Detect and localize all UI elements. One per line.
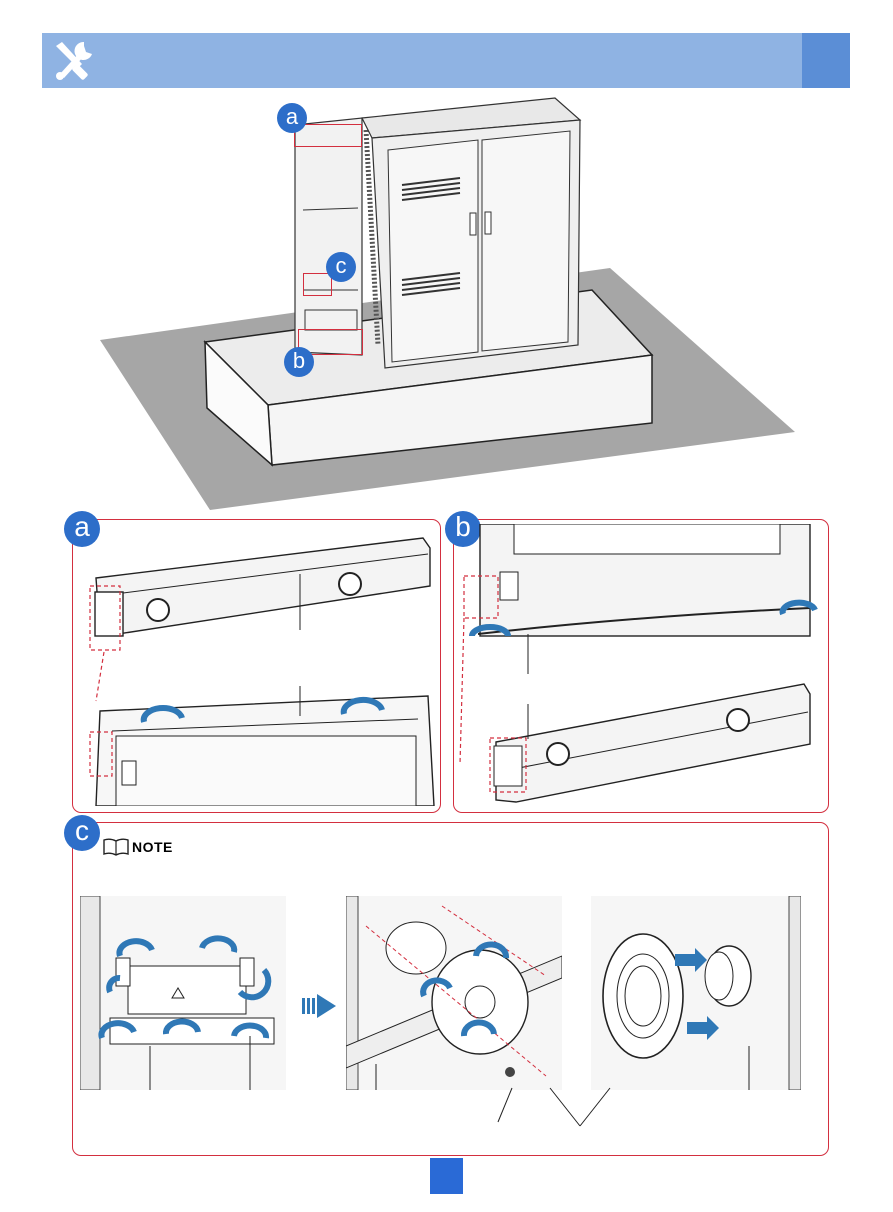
header-bar (42, 33, 850, 88)
cabinet-door-left (388, 140, 478, 362)
panel-b-illustration (458, 524, 824, 806)
door-handle-left (470, 213, 476, 235)
callout-box-c (303, 273, 332, 296)
callout-box-a (294, 124, 362, 147)
page-number-box (430, 1158, 463, 1194)
panel-a-illustration (78, 526, 438, 806)
bottom-rail (496, 684, 810, 802)
panel-c-step1-illustration (80, 896, 286, 1090)
step-arrow-icon (302, 992, 338, 1020)
cabinet-door-right (482, 131, 570, 351)
header-accent (802, 33, 850, 88)
overview-badge-a: a (277, 103, 307, 133)
tools-icon (50, 38, 98, 84)
panel-c-step2-illustration (346, 896, 562, 1090)
panel-c-step3-illustration (591, 896, 801, 1090)
panel-c-leader-lines (480, 1080, 680, 1130)
overview-badge-b: b (284, 347, 314, 377)
note-label: NOTE (132, 839, 173, 855)
overview-badge-c: c (326, 252, 356, 282)
door-handle-right (485, 212, 491, 234)
book-icon (102, 837, 130, 857)
top-rail (96, 538, 430, 634)
panel-badge-c: c (64, 815, 100, 851)
